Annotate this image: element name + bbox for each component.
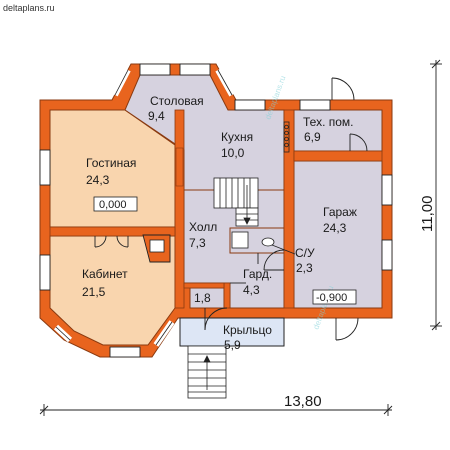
room-area-kabinet: 21,5 <box>82 285 106 299</box>
level-floor: 0,000 <box>99 199 127 211</box>
room-area-garazh: 24,3 <box>323 221 347 235</box>
level-marker-floor <box>93 196 138 212</box>
room-area-small: 1,8 <box>194 291 211 305</box>
width-dimension-line <box>39 404 393 416</box>
room-area-stolovaya: 9,4 <box>148 109 165 123</box>
level-marker-garage <box>312 289 357 305</box>
room-area-gard: 4,3 <box>243 283 260 297</box>
room-name-kryltso: Крыльцо <box>223 323 272 337</box>
doors <box>94 77 368 341</box>
room-name-holl: Холл <box>189 220 217 234</box>
room-area-kuhnya: 10,0 <box>221 146 245 160</box>
interior-walls <box>49 109 383 309</box>
room-name-stolovaya: Столовая <box>150 94 204 108</box>
kitchen-stove-icon <box>283 121 290 153</box>
room-name-gard: Гард. <box>243 267 272 281</box>
room-area-su: 2,3 <box>296 261 313 275</box>
stairs <box>213 177 259 227</box>
room-area-holl: 7,3 <box>189 236 206 250</box>
fireplace-icon <box>142 234 171 263</box>
height-dimension-line <box>430 59 442 331</box>
height-dimension: 11,00 <box>419 196 436 232</box>
porch-floor <box>179 317 285 347</box>
room-area-gostinaya: 24,3 <box>86 173 110 187</box>
entrance-steps <box>187 345 227 399</box>
width-dimension: 13,80 <box>284 393 322 410</box>
room-name-tech: Тех. пом. <box>303 115 354 129</box>
toilet-icon <box>231 231 275 249</box>
level-garage: -0,900 <box>316 292 347 304</box>
windows <box>39 63 393 358</box>
room-name-kuhnya: Кухня <box>221 130 253 144</box>
living-partition <box>175 147 184 187</box>
room-area-kryltso: 5,9 <box>224 338 241 352</box>
room-name-gostinaya: Гостиная <box>86 156 136 170</box>
room-name-garazh: Гараж <box>323 205 357 219</box>
room-area-tech: 6,9 <box>304 130 321 144</box>
room-name-su: С/У <box>295 246 315 260</box>
room-name-kabinet: Кабинет <box>82 267 128 281</box>
site-caption: deltaplans.ru <box>3 3 55 13</box>
